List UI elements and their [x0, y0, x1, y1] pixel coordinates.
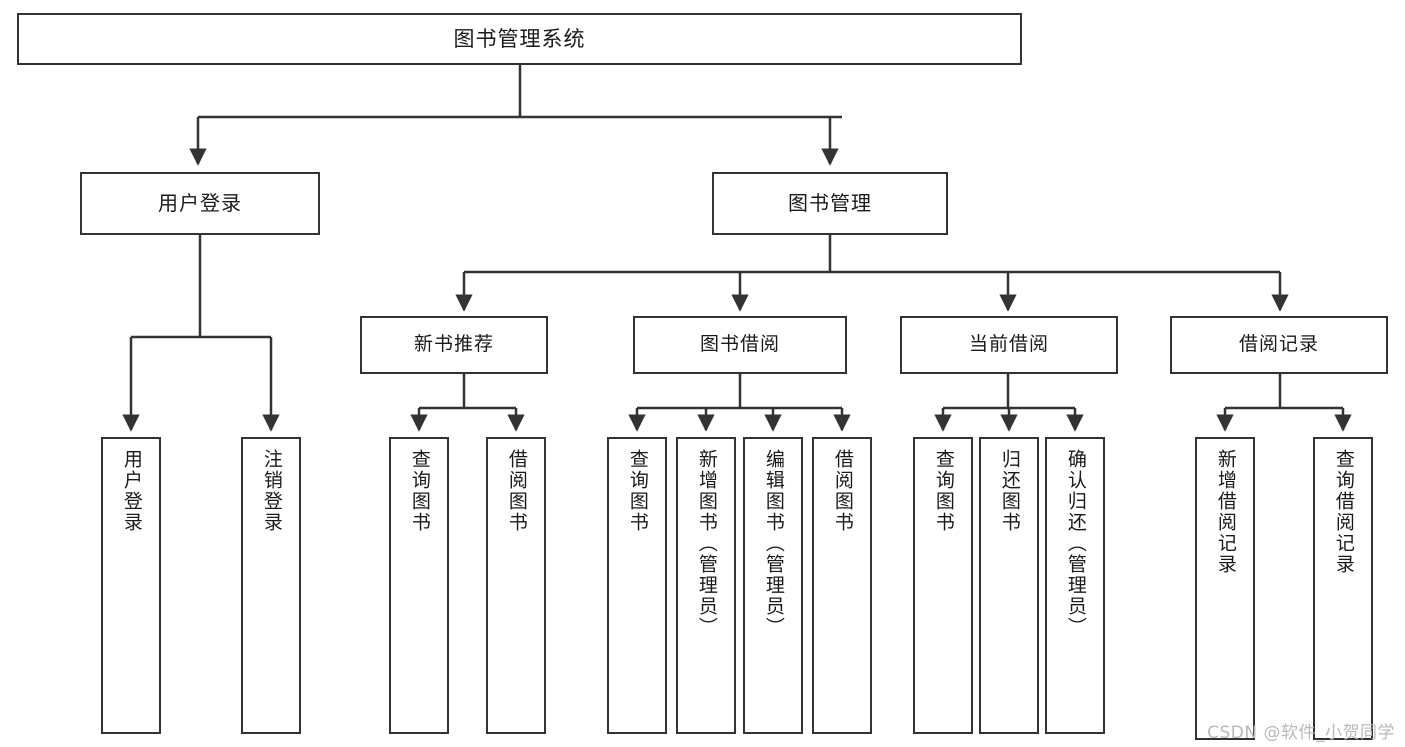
node-root-system[interactable]: 图书管理系统 — [17, 13, 1022, 65]
node-root-system-label: 图书管理系统 — [453, 26, 586, 51]
node-leaf-query-book-3[interactable]: 查询图书 — [913, 437, 973, 734]
node-leaf-user-login[interactable]: 用户登录 — [101, 437, 161, 734]
node-leaf-query-book-3-label: 查询图书 — [932, 449, 955, 533]
node-leaf-logout-login[interactable]: 注销登录 — [241, 437, 301, 734]
node-new-book-recommend-label: 新书推荐 — [413, 333, 494, 356]
node-leaf-confirm-return[interactable]: 确认归还（管理员） — [1045, 437, 1105, 734]
node-leaf-borrow-book-2[interactable]: 借阅图书 — [812, 437, 872, 734]
node-leaf-query-book-1[interactable]: 查询图书 — [389, 437, 449, 734]
node-leaf-logout-login-label: 注销登录 — [260, 449, 283, 533]
node-leaf-add-book[interactable]: 新增图书（管理员） — [676, 437, 736, 734]
node-book-borrow-label: 图书借阅 — [699, 333, 780, 356]
node-leaf-borrow-book-1[interactable]: 借阅图书 — [486, 437, 546, 734]
node-leaf-add-record-label: 新增借阅记录 — [1214, 449, 1237, 575]
node-book-borrow[interactable]: 图书借阅 — [633, 316, 847, 374]
node-leaf-return-book-label: 归还图书 — [998, 449, 1021, 533]
node-current-borrow-label: 当前借阅 — [968, 333, 1049, 356]
node-leaf-add-record[interactable]: 新增借阅记录 — [1195, 437, 1255, 740]
node-leaf-query-book-1-label: 查询图书 — [408, 449, 431, 533]
node-leaf-borrow-book-2-label: 借阅图书 — [831, 449, 854, 533]
node-user-login-label: 用户登录 — [158, 191, 242, 215]
node-borrow-record[interactable]: 借阅记录 — [1170, 316, 1388, 374]
node-leaf-query-record[interactable]: 查询借阅记录 — [1313, 437, 1373, 740]
node-leaf-edit-book-label: 编辑图书（管理员） — [762, 449, 785, 638]
node-user-login[interactable]: 用户登录 — [80, 172, 320, 235]
node-book-manage[interactable]: 图书管理 — [712, 172, 948, 235]
node-leaf-add-book-label: 新增图书（管理员） — [695, 449, 718, 638]
node-leaf-edit-book[interactable]: 编辑图书（管理员） — [743, 437, 803, 734]
node-new-book-recommend[interactable]: 新书推荐 — [360, 316, 548, 374]
watermark: CSDN @软件_小贺同学 — [1207, 723, 1395, 743]
node-borrow-record-label: 借阅记录 — [1238, 333, 1319, 356]
node-leaf-query-book-2[interactable]: 查询图书 — [607, 437, 667, 734]
node-leaf-user-login-label: 用户登录 — [120, 449, 143, 533]
node-leaf-confirm-return-label: 确认归还（管理员） — [1064, 449, 1087, 638]
node-current-borrow[interactable]: 当前借阅 — [900, 316, 1118, 374]
node-leaf-query-book-2-label: 查询图书 — [626, 449, 649, 533]
node-leaf-return-book[interactable]: 归还图书 — [979, 437, 1039, 734]
node-leaf-query-record-label: 查询借阅记录 — [1332, 449, 1355, 575]
node-leaf-borrow-book-1-label: 借阅图书 — [505, 449, 528, 533]
node-book-manage-label: 图书管理 — [788, 191, 872, 215]
